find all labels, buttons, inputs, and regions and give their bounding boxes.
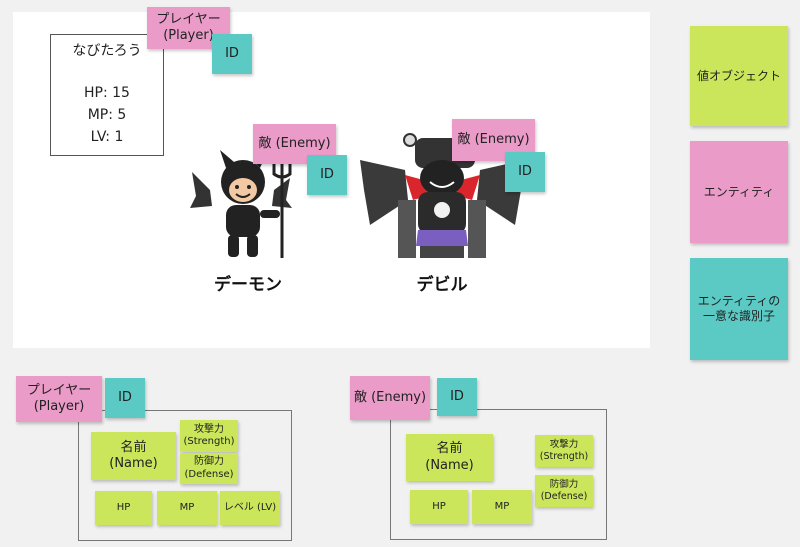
enemy2-id-note[interactable]: ID (505, 152, 545, 192)
enemy-model-frame (390, 409, 607, 540)
player-model-entity-note[interactable]: プレイヤー (Player) (16, 376, 102, 422)
player-id-note[interactable]: ID (212, 34, 252, 74)
enemy-model-defense-note[interactable]: 防御力 (Defense) (535, 475, 593, 507)
player-model-frame (78, 410, 292, 541)
player-model-hp-note[interactable]: HP (95, 491, 152, 525)
enemy-model-strength-note[interactable]: 攻撃力 (Strength) (535, 435, 593, 467)
player-model-id-note[interactable]: ID (105, 378, 145, 418)
player-model-name-note[interactable]: 名前 (Name) (91, 432, 176, 480)
legend-entity[interactable]: エンティティ (690, 141, 788, 243)
enemy1-id-note[interactable]: ID (307, 155, 347, 195)
enemy-model-hp-note[interactable]: HP (410, 490, 468, 524)
demon-illustration (190, 150, 292, 258)
player-model-mp-note[interactable]: MP (157, 491, 217, 525)
player-entity-note[interactable]: プレイヤー (Player) (147, 7, 230, 49)
player-mp: MP: 5 (87, 107, 127, 123)
player-name: なびたろう (72, 43, 142, 59)
player-model-defense-note[interactable]: 防御力 (Defense) (180, 453, 238, 484)
legend-identifier[interactable]: エンティティの 一意な識別子 (690, 258, 788, 360)
player-model-level-note[interactable]: レベル (LV) (220, 491, 280, 525)
player-lv: LV: 1 (90, 129, 124, 145)
devil-name-label: デビル (416, 275, 468, 295)
enemy-model-entity-note[interactable]: 敵 (Enemy) (350, 376, 430, 420)
player-status-box[interactable]: なびたろう HP: 15 MP: 5 LV: 1 (50, 34, 164, 156)
player-hp: HP: 15 (84, 85, 130, 101)
enemy-model-name-note[interactable]: 名前 (Name) (406, 434, 493, 481)
enemy-model-mp-note[interactable]: MP (472, 490, 532, 524)
demon-name-label: デーモン (214, 275, 282, 295)
enemy-model-id-note[interactable]: ID (437, 378, 477, 416)
player-model-strength-note[interactable]: 攻撃力 (Strength) (180, 420, 238, 452)
legend-value-object[interactable]: 値オブジェクト (690, 26, 788, 126)
